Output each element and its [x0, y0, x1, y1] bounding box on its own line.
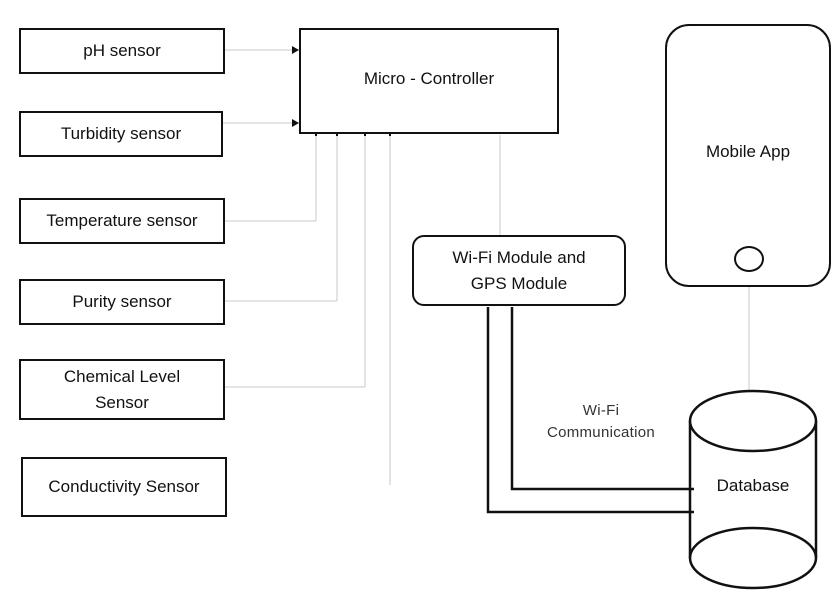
micro-controller-box: [299, 28, 559, 134]
ph-sensor-box: pH sensor: [19, 28, 225, 74]
wifi-module-line1: Wi-Fi Module and: [452, 247, 586, 267]
micro-controller-label: Micro - Controller: [363, 69, 495, 88]
arrow-head-ph: [292, 46, 299, 54]
wifi-gps-module-box: Wi-Fi Module and GPS Module: [412, 235, 626, 306]
arrow-head-turbidity: [292, 119, 299, 127]
phone-home-button: [734, 246, 764, 272]
wifi-module-line2: GPS Module: [470, 273, 568, 293]
conductivity-sensor-box: Conductivity Sensor: [21, 457, 227, 517]
mobile-app-phone: Mobile App: [665, 24, 831, 287]
purity-sensor-label: Purity sensor: [72, 292, 172, 311]
chemical-level-sensor-label: Chemical Level Sensor: [63, 366, 181, 412]
database-cylinder: [688, 389, 818, 590]
wifi-communication-line2: Communication: [546, 424, 656, 441]
turbidity-sensor-box: Turbidity sensor: [19, 111, 223, 157]
wifi-communication-line1: Wi-Fi: [582, 402, 620, 419]
wifi-link-outer: [486, 307, 694, 514]
mobile-app-label: Mobile App: [705, 142, 791, 161]
temperature-sensor-label: Temperature sensor: [46, 211, 198, 230]
turbidity-sensor-label: Turbidity sensor: [60, 124, 182, 143]
database-label: Database: [716, 476, 790, 495]
chemical-level-sensor-box: Chemical Level Sensor: [19, 359, 225, 420]
wifi-communication-label: Wi-Fi Communication: [526, 400, 676, 444]
purity-sensor-box: Purity sensor: [19, 279, 225, 325]
ph-sensor-label: pH sensor: [83, 41, 161, 60]
conductivity-sensor-label: Conductivity Sensor: [48, 477, 200, 496]
temperature-sensor-box: Temperature sensor: [19, 198, 225, 244]
wifi-link-inner: [510, 307, 694, 491]
